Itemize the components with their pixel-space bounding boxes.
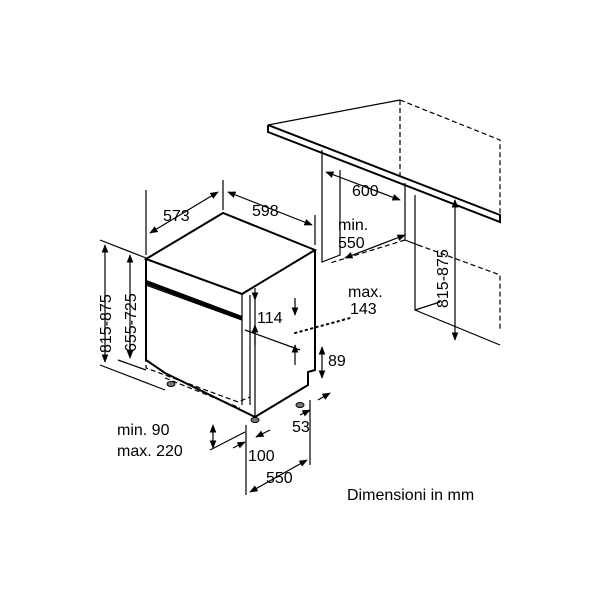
dim-cabinet-height: 815-875 bbox=[435, 249, 452, 308]
dimension-lines bbox=[99, 171, 459, 495]
dim-plinth-max: max. 220 bbox=[117, 443, 183, 460]
dishwasher-body bbox=[143, 211, 318, 423]
dim-foot-depth: 100 bbox=[248, 448, 275, 465]
dim-height-outer: 815-875 bbox=[98, 294, 115, 353]
dim-max-value: 143 bbox=[350, 301, 377, 318]
dim-plinth-min: min. 90 bbox=[117, 422, 170, 439]
caption-units: Dimensioni in mm bbox=[347, 487, 474, 504]
dim-width-top: 598 bbox=[252, 203, 279, 220]
dim-plinth-offset: 53 bbox=[292, 419, 310, 436]
dim-panel-height: 114 bbox=[257, 310, 283, 327]
dim-plinth-height: 89 bbox=[328, 353, 346, 370]
dim-niche-min-label: min. bbox=[338, 217, 368, 234]
dim-depth-top: 573 bbox=[163, 208, 190, 225]
dim-max-label: max. bbox=[348, 284, 383, 301]
dim-cabinet-width: 600 bbox=[352, 183, 379, 200]
dim-height-inner: 655-725 bbox=[123, 293, 140, 352]
dim-base-depth: 550 bbox=[266, 470, 293, 487]
kitchen-cabinet bbox=[267, 99, 501, 346]
dim-niche-min-value: 550 bbox=[338, 235, 365, 252]
